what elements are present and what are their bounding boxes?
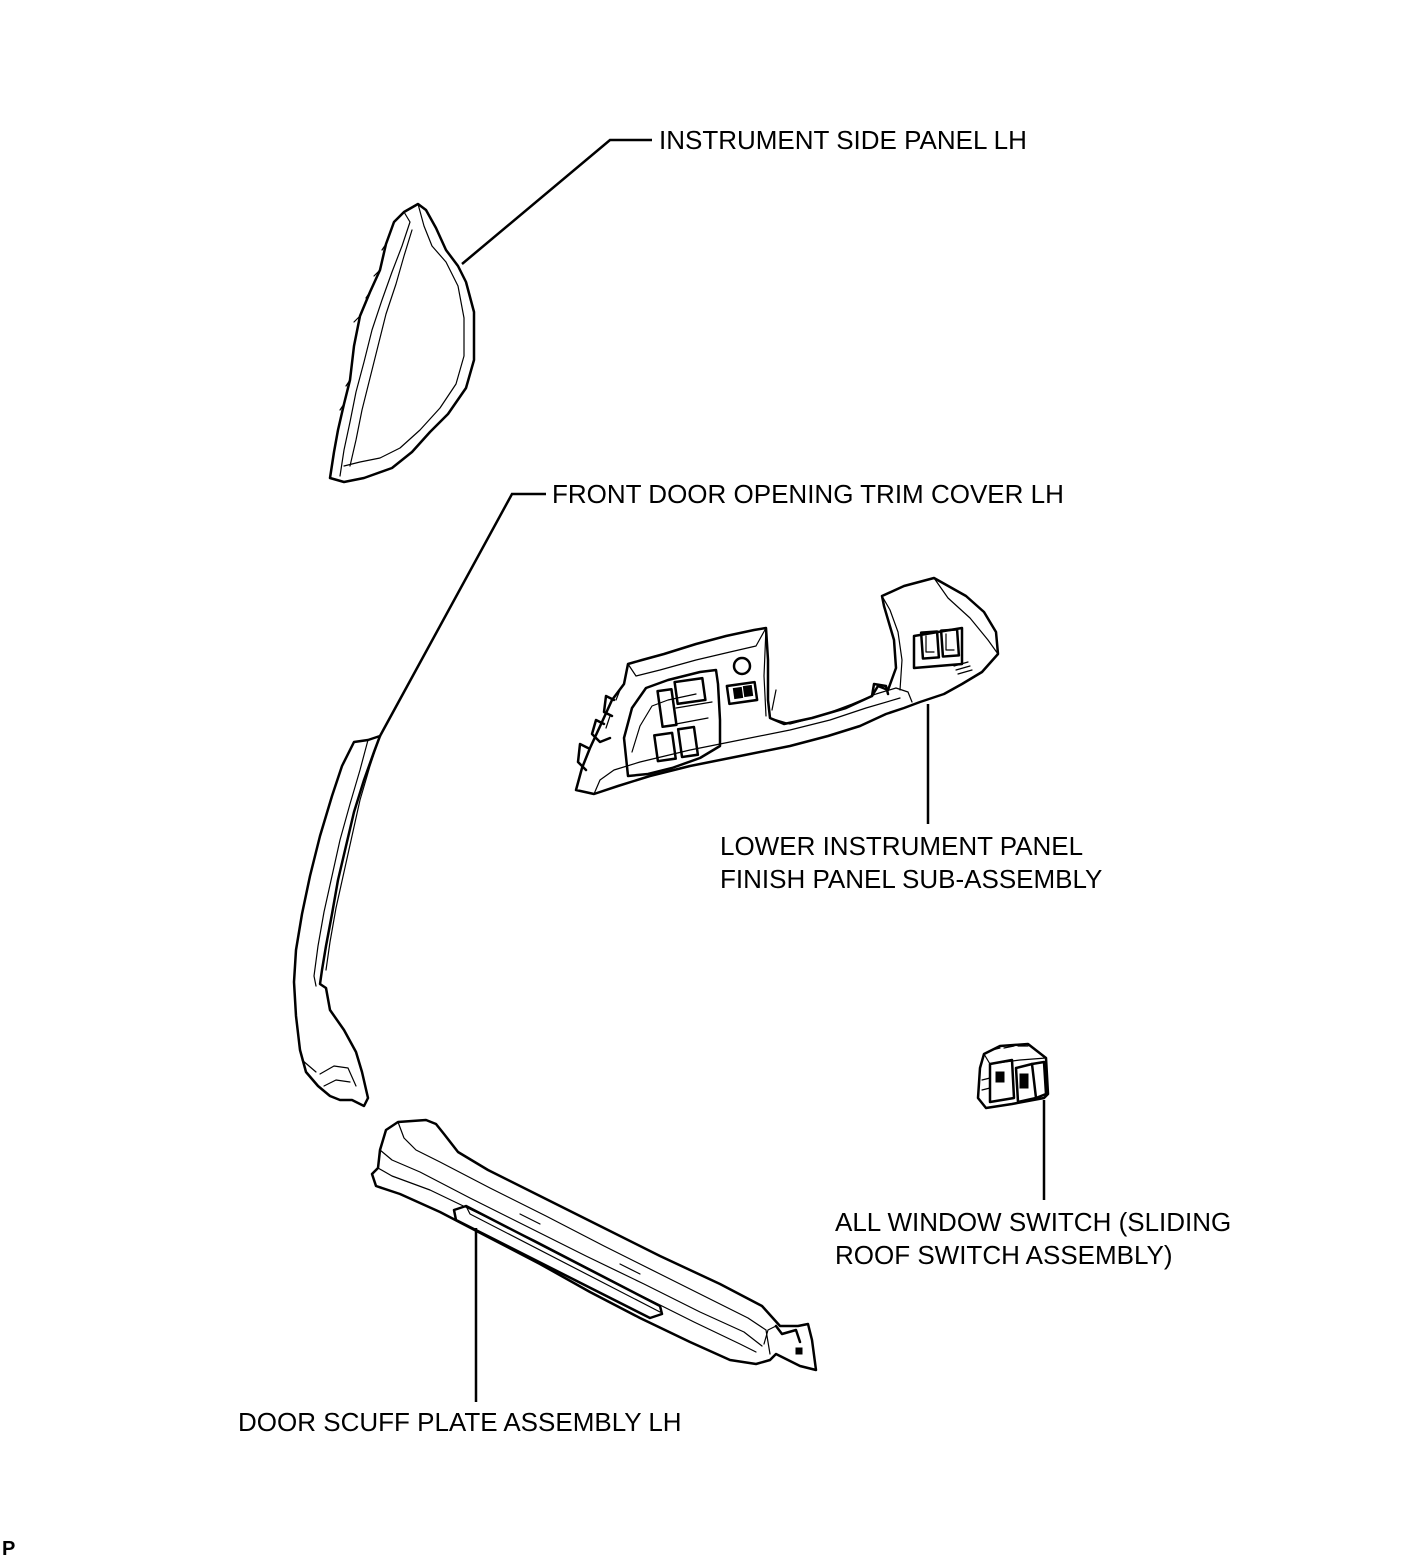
label-door-scuff-plate-text: DOOR SCUFF PLATE ASSEMBLY LH	[238, 1407, 682, 1437]
instrument-side-panel-part	[328, 202, 476, 484]
leader-front-door-opening-trim-cover	[378, 492, 546, 737]
front-door-opening-trim-cover-part	[292, 734, 382, 1108]
label-front-door-opening-trim-cover-text: FRONT DOOR OPENING TRIM COVER LH	[552, 479, 1064, 509]
label-all-window-switch-line2: ROOF SWITCH ASSEMBLY)	[835, 1240, 1173, 1270]
leader-instrument-side-panel	[461, 138, 652, 265]
door-scuff-plate-part	[370, 1118, 818, 1372]
all-window-switch-part	[976, 1042, 1050, 1110]
label-all-window-switch-line1: ALL WINDOW SWITCH (SLIDING	[835, 1207, 1232, 1237]
label-instrument-side-panel-text: INSTRUMENT SIDE PANEL LH	[659, 125, 1027, 155]
label-lower-instrument-panel-line1: LOWER INSTRUMENT PANEL	[720, 831, 1084, 861]
label-all-window-switch: ALL WINDOW SWITCH (SLIDING ROOF SWITCH A…	[835, 1206, 1231, 1272]
label-front-door-opening-trim-cover: FRONT DOOR OPENING TRIM COVER LH	[552, 478, 1064, 511]
label-instrument-side-panel: INSTRUMENT SIDE PANEL LH	[659, 124, 1027, 157]
corner-code: P	[2, 1538, 16, 1560]
lower-instrument-panel-part	[574, 576, 1000, 796]
label-lower-instrument-panel: LOWER INSTRUMENT PANEL FINISH PANEL SUB-…	[720, 830, 1102, 896]
label-lower-instrument-panel-line2: FINISH PANEL SUB-ASSEMBLY	[720, 864, 1103, 894]
label-door-scuff-plate: DOOR SCUFF PLATE ASSEMBLY LH	[238, 1406, 682, 1439]
